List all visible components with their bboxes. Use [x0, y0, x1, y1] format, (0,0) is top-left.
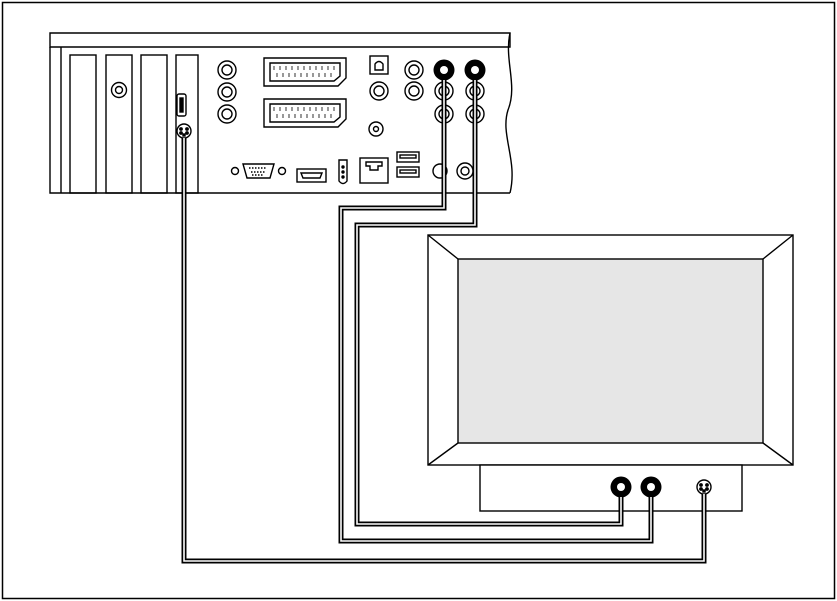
firewire-port	[338, 159, 348, 185]
tv-screen	[457, 258, 764, 444]
slot-jack-outer	[110, 81, 128, 99]
slot-jack-inner	[114, 85, 124, 95]
pc-rear-panel	[49, 32, 513, 194]
tv-rca-port-left	[610, 476, 632, 498]
pc-svideo-port	[176, 123, 192, 139]
scart-ports	[263, 57, 347, 128]
audio-jacks	[217, 60, 237, 124]
pc-rca-port-top-right	[464, 59, 486, 81]
coax-port	[368, 121, 384, 137]
usb-port-top	[396, 151, 420, 163]
vga-port	[230, 163, 287, 179]
ethernet-port	[359, 157, 389, 184]
hdmi-port	[296, 168, 327, 183]
optical-port	[369, 55, 389, 75]
tv-bevel-lines	[427, 234, 794, 466]
pc-top-rim	[49, 32, 511, 48]
pc-rca-port-top-left	[433, 59, 455, 81]
scart-pins	[273, 66, 335, 118]
usb-port-bottom	[396, 166, 420, 178]
tv-rca-port-right	[640, 476, 662, 498]
slot-hdmi-port	[176, 93, 187, 117]
tv	[427, 234, 794, 512]
pc-body-outline	[49, 47, 510, 194]
pc-break-line	[505, 32, 513, 194]
expansion-slots	[69, 54, 199, 194]
